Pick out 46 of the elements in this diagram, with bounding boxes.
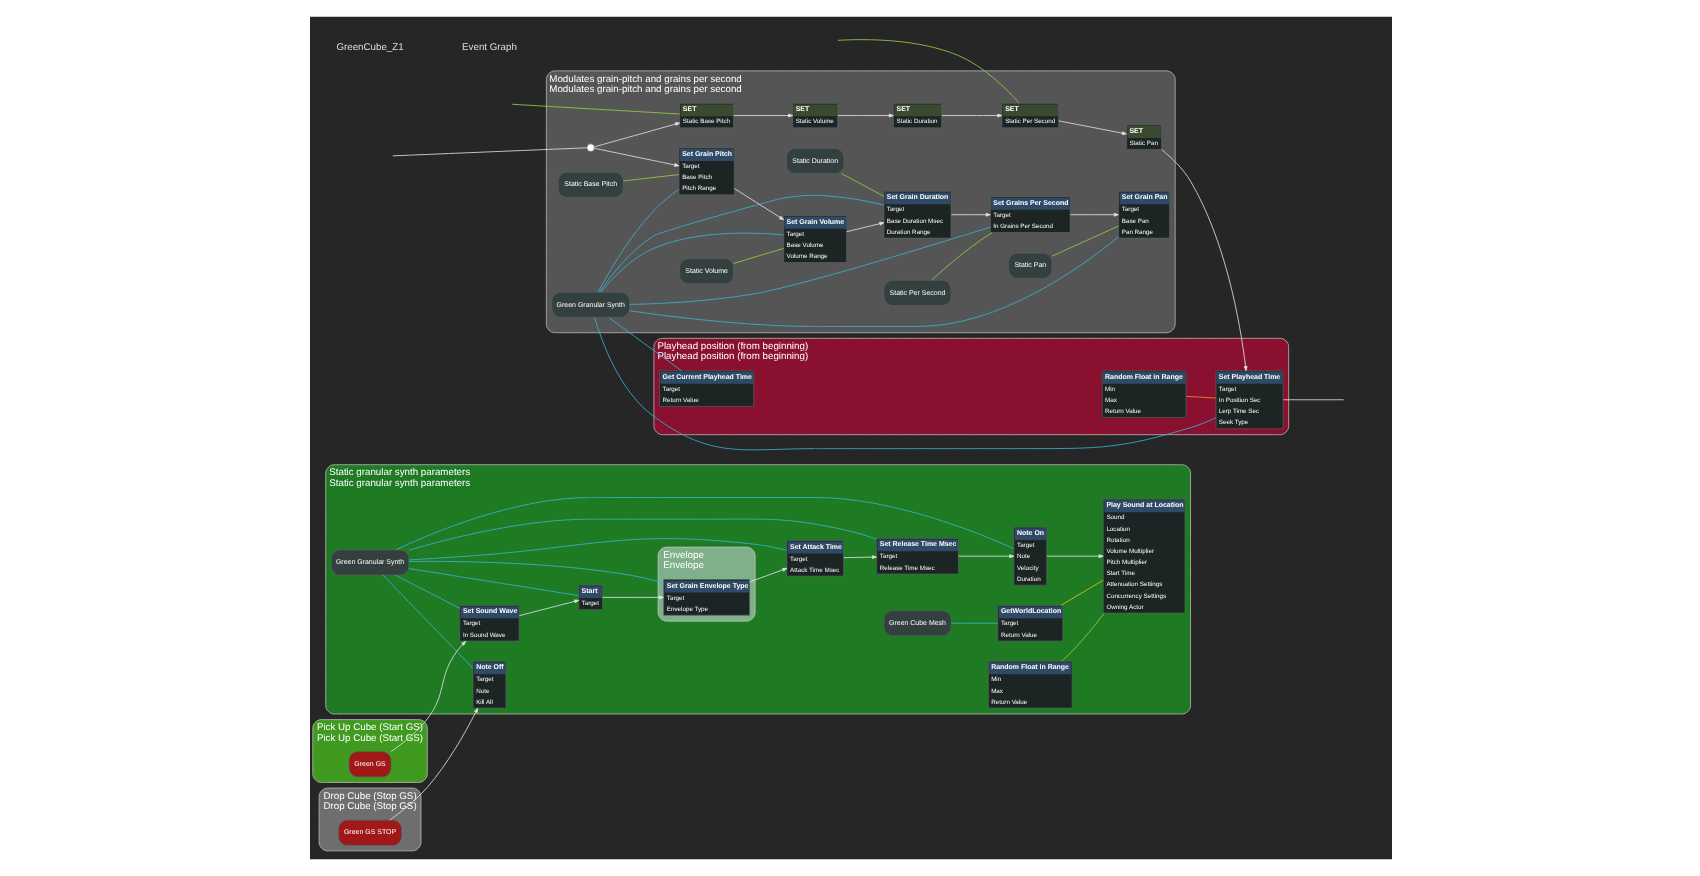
arrow [732, 113, 793, 118]
arrow [1045, 554, 1103, 559]
connector [596, 188, 679, 293]
connector [840, 173, 884, 197]
arrow [940, 113, 1002, 118]
arrow [732, 188, 784, 221]
connector [407, 561, 664, 584]
connector [407, 538, 787, 561]
arrow [593, 147, 679, 167]
arrow [601, 595, 663, 600]
connector [1050, 225, 1118, 257]
arrow [836, 113, 893, 118]
arrow [388, 707, 478, 821]
node-circle [585, 143, 594, 152]
connector [598, 194, 884, 293]
connector [407, 518, 876, 551]
connector [1281, 399, 1344, 401]
connector [930, 232, 992, 281]
arrow [593, 122, 680, 148]
arrow [389, 640, 466, 752]
connector [949, 622, 998, 624]
connector [381, 574, 473, 669]
connector [621, 174, 679, 182]
connector [393, 574, 460, 609]
connector [407, 568, 579, 596]
connector [593, 317, 1216, 451]
arrow [842, 555, 876, 559]
connector [1060, 612, 1104, 662]
arrow [1057, 120, 1126, 135]
arrow [957, 554, 1014, 559]
arrow [1160, 149, 1247, 372]
connector [628, 226, 990, 305]
arrow [949, 212, 990, 217]
arrow [517, 599, 579, 617]
arrow [1068, 212, 1118, 217]
connector [510, 103, 680, 115]
connector [1059, 579, 1103, 606]
connector [391, 147, 587, 157]
connector [628, 236, 1118, 327]
connector [1184, 395, 1216, 399]
arrow [845, 221, 884, 233]
connector [836, 39, 1019, 104]
connector [732, 248, 784, 264]
arrow [748, 567, 787, 583]
connector [607, 317, 681, 372]
connector [599, 232, 783, 293]
